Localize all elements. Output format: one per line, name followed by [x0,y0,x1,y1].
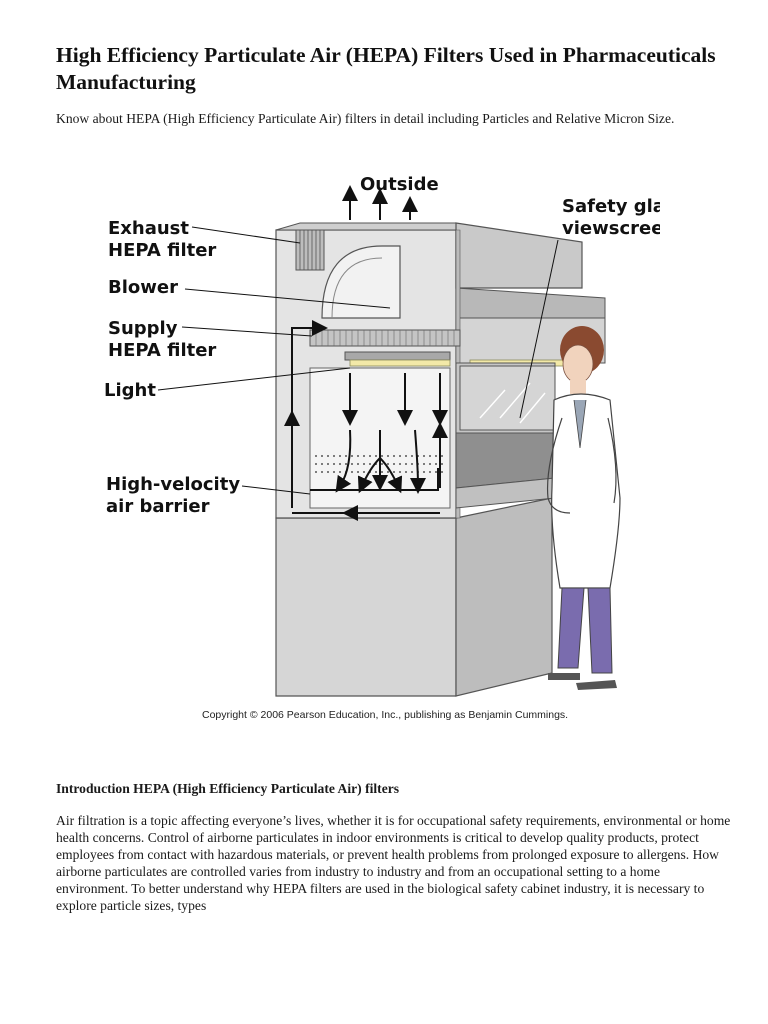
label-air-barrier-line2: air barrier [106,496,210,517]
figure-copyright: Copyright © 2006 Pearson Education, Inc.… [202,709,568,721]
section-heading: Introduction HEPA (High Efficiency Parti… [56,781,400,796]
cabinet-base [275,497,553,697]
label-blower: Blower [108,277,178,298]
scrubs [557,587,585,669]
label-safety-glass-line2: viewscreen [562,218,660,239]
outside-exhaust-arrows [342,185,418,220]
label-exhaust-line2: HEPA filter [108,240,216,261]
label-leader-lines [157,226,559,495]
label-exhaust-line1: Exhaust [108,218,189,239]
page-title: High Efficiency Particulate Air (HEPA) F… [56,43,716,94]
supply-hepa-filter [309,329,461,347]
face [562,344,594,384]
blower-housing [321,245,401,319]
label-light: Light [104,380,156,401]
safety-glass-viewscreen [459,365,556,431]
biosafety-cabinet-figure: Outside Exhaust HEPA filter Blower Suppl… [100,168,660,728]
biosafety-cabinet-illustration: Outside Exhaust HEPA filter Blower Suppl… [104,174,660,721]
lab-coat [551,393,621,589]
airflow-arrows [284,320,448,521]
label-air-barrier-line1: High-velocity [106,474,240,495]
shoe [548,673,580,680]
section-body: Air filtration is a topic affecting ever… [56,813,731,913]
label-supply-line1: Supply [108,318,178,339]
work-surface-grille [315,455,443,473]
label-safety-glass-line1: Safety glass [562,196,660,217]
lab-worker-figure [547,326,621,690]
label-supply-line2: HEPA filter [108,340,216,361]
exhaust-hepa-filter [295,229,325,271]
label-outside: Outside [360,174,439,195]
intro-paragraph: Know about HEPA (High Efficiency Particu… [56,111,675,126]
